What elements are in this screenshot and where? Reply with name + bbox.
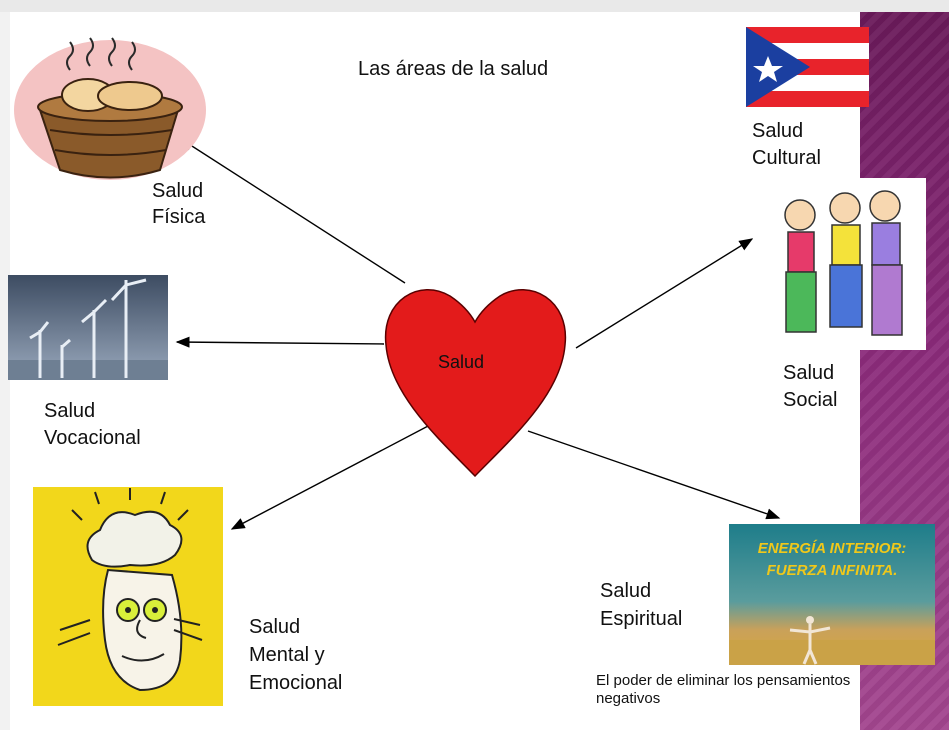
label-cultural-2: Cultural [752, 147, 821, 169]
center-label: Salud [438, 352, 485, 372]
bread-basket-icon [14, 37, 206, 180]
label-fisica-1: Salud [152, 180, 204, 202]
label-fisica-2: Física [152, 206, 206, 228]
espiritual-note-1: El poder de eliminar los pensamientos [596, 672, 851, 689]
arrow-to-social [575, 238, 754, 349]
kids-group-icon [764, 178, 926, 350]
label-social-1: Salud [783, 362, 835, 384]
label-mental-3: Emocional [249, 672, 343, 694]
label-mental-2: Mental y [249, 644, 325, 666]
label-cultural-1: Salud [752, 120, 804, 142]
label-espiritual-2: Espiritual [600, 608, 683, 630]
puerto-rico-flag-icon [746, 27, 869, 107]
arrow-to-mental [230, 424, 431, 530]
label-espiritual-1: Salud [600, 580, 652, 602]
label-mental-1: Salud [249, 616, 301, 638]
heart-icon [384, 288, 567, 478]
espiritual-note-2: negativos [596, 690, 661, 707]
poster-line-2: FUERZA INFINITA. [767, 562, 898, 579]
arrow-to-vocacional [175, 336, 385, 348]
label-vocacional-1: Salud [44, 400, 96, 422]
crazy-face-icon [33, 487, 223, 706]
poster-line-1: ENERGÍA INTERIOR: [758, 540, 907, 557]
arrow-to-espiritual [527, 430, 781, 520]
arrow-to-fisica [179, 138, 406, 284]
arrows [175, 138, 781, 530]
meditation-poster-icon: ENERGÍA INTERIOR: FUERZA INFINITA. [729, 524, 935, 665]
top-bar [0, 0, 949, 12]
label-vocacional-2: Vocacional [44, 427, 141, 449]
page-title: Las áreas de la salud [358, 58, 549, 80]
wind-turbines-icon [8, 275, 168, 380]
label-social-2: Social [783, 389, 838, 411]
